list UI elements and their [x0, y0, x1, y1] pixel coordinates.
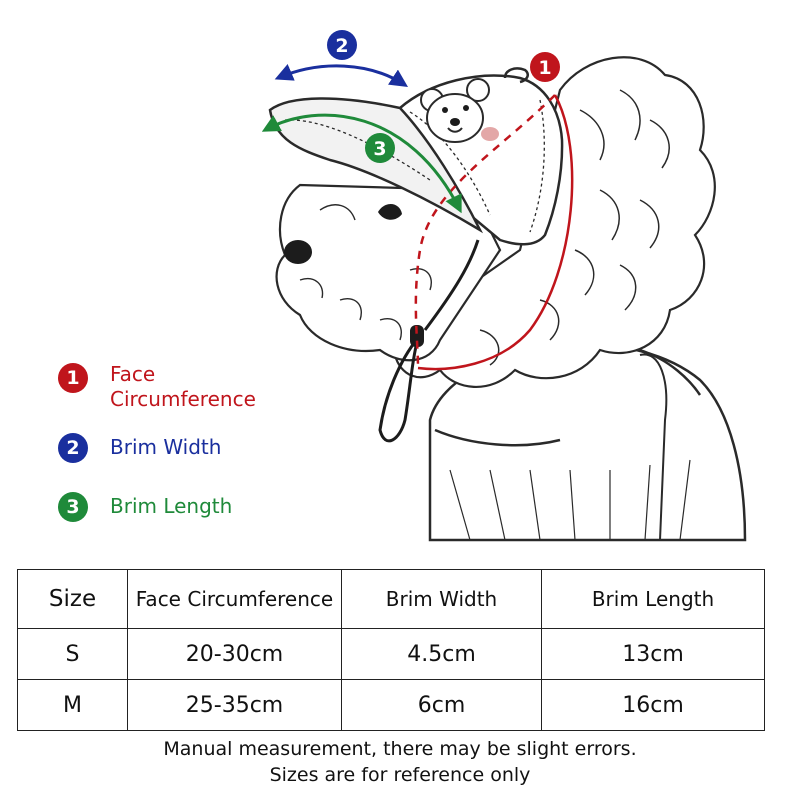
brim-length-arrow [261, 113, 462, 214]
legend-label-brim-length: Brim Length [110, 494, 233, 518]
face-measure-line [414, 94, 574, 371]
legend-brim-length: 3 Brim Length [58, 492, 232, 522]
dog-fur [393, 56, 716, 388]
cell-brim-width: 6cm [341, 679, 542, 731]
note-reference: Sizes are for reference only [269, 764, 531, 786]
table-row: S 20-30cm 4.5cm 13cm [17, 628, 765, 680]
marker-2-number: 2 [335, 35, 348, 57]
chin-strap [378, 239, 480, 443]
legend-face-circumference: 1 Face Circumference [58, 362, 256, 412]
cell-size: M [17, 679, 128, 731]
cell-brim-length: 13cm [541, 628, 765, 680]
header-brim-width: Brim Width [341, 569, 542, 629]
header-face-circumference: Face Circumference [127, 569, 342, 629]
note-measurement: Manual measurement, there may be slight … [163, 738, 637, 760]
marker-1: 1 [530, 52, 560, 82]
strap-toggle [410, 325, 424, 347]
brim-width-arrow [274, 64, 409, 87]
table-row: M 25-35cm 6cm 16cm [17, 679, 765, 731]
marker-3: 3 [365, 133, 395, 163]
cell-brim-length: 16cm [541, 679, 765, 731]
legend-label-brim-width: Brim Width [110, 435, 222, 459]
legend-label-face: Face Circumference [110, 362, 256, 412]
cell-size: S [17, 628, 128, 680]
marker-1-number: 1 [538, 57, 551, 79]
legend-brim-width: 2 Brim Width [58, 433, 221, 463]
cell-face-circumference: 20-30cm [127, 628, 342, 680]
header-size: Size [17, 569, 128, 629]
size-table: Size Face Circumference Brim Width Brim … [17, 569, 765, 731]
dog-cap-illustration: 1 2 3 [261, 30, 747, 542]
legend-badge-3: 3 [58, 492, 88, 522]
dog-sweater [428, 342, 747, 542]
cell-brim-width: 4.5cm [341, 628, 542, 680]
dog-nose [284, 240, 312, 264]
legend-label-line: Circumference [110, 387, 256, 411]
legend-badge-1: 1 [58, 363, 88, 393]
marker-2: 2 [327, 30, 357, 60]
legend-label-line: Face [110, 362, 156, 386]
cell-face-circumference: 25-35cm [127, 679, 342, 731]
table-header-row: Size Face Circumference Brim Width Brim … [17, 569, 765, 629]
header-brim-length: Brim Length [541, 569, 765, 629]
legend-badge-2: 2 [58, 433, 88, 463]
marker-3-number: 3 [373, 138, 386, 160]
